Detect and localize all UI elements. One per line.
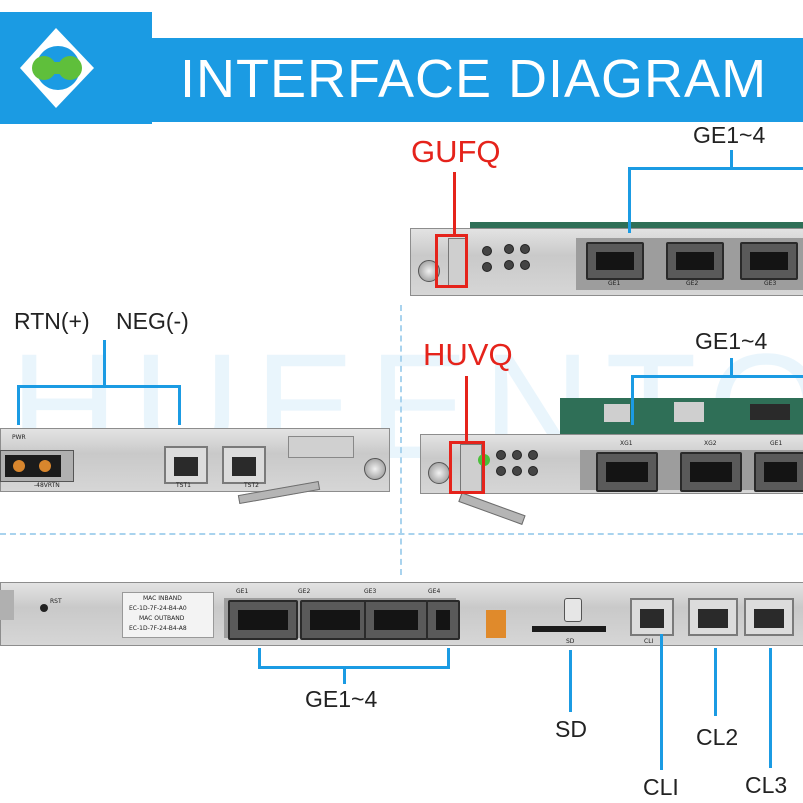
huvq-xg1-port[interactable] (596, 452, 658, 492)
control-ge3-port[interactable] (364, 600, 428, 640)
neg-label: NEG(-) (116, 308, 189, 334)
mac-inband-value: EC-1D-7F-24-B4-A0 (129, 605, 187, 612)
led-icon (512, 466, 522, 476)
divider-horizontal (0, 533, 803, 535)
power-bracket-stem (103, 340, 106, 386)
led-icon (528, 450, 538, 460)
gufq-ports-label: GE1~4 (693, 122, 766, 148)
huvq-bracket-stem (730, 358, 733, 376)
led-icon (528, 466, 538, 476)
gufq-silk-ge3: GE3 (764, 280, 777, 287)
huvq-ports-label: GE1~4 (695, 328, 768, 354)
screw-icon (364, 458, 386, 480)
control-silk-rst: RST (50, 598, 62, 605)
led-icon (496, 466, 506, 476)
huvq-xg2-port[interactable] (680, 452, 742, 492)
control-ports-label: GE1~4 (305, 686, 378, 712)
huvq-ge1-port[interactable] (754, 452, 803, 492)
control-silk-cli: CLI (644, 638, 654, 645)
cl3-leader-line (769, 648, 772, 768)
power-silk-tst2: TST2 (244, 482, 259, 489)
gufq-silk-ge1: GE1 (608, 280, 621, 287)
screw-icon (428, 462, 450, 484)
cl3-port[interactable] (744, 598, 794, 636)
control-silk-ge1: GE1 (236, 588, 249, 595)
cl2-leader-line (714, 648, 717, 716)
control-ge4-port[interactable] (426, 600, 460, 640)
cli-port[interactable] (630, 598, 674, 636)
mac-label: MAC INBAND EC-1D-7F-24-B4-A0 MAC OUTBAND… (122, 592, 214, 638)
control-ge1-port[interactable] (228, 600, 298, 640)
huvq-highlight-box (449, 441, 485, 494)
control-silk-sd: SD (566, 638, 575, 645)
power-silk-pwr: PWR (12, 434, 26, 441)
gufq-label: GUFQ (411, 134, 501, 169)
huvq-label: HUVQ (423, 337, 513, 372)
logo-mark-icon (0, 12, 152, 124)
control-board: RST MAC INBAND EC-1D-7F-24-B4-A0 MAC OUT… (0, 582, 803, 654)
control-bracket-stem (343, 668, 346, 684)
control-bracket-right (447, 648, 450, 668)
tst2-port[interactable] (222, 446, 266, 484)
divider-vertical (400, 305, 402, 575)
led-icon (504, 244, 514, 254)
power-silk-tst1: TST1 (176, 482, 191, 489)
mac-outband-value: EC-1D-7F-24-B4-A8 (129, 625, 187, 632)
control-bracket-left (258, 648, 261, 668)
led-icon (482, 262, 492, 272)
led-icon (512, 450, 522, 460)
control-silk-ge3: GE3 (364, 588, 377, 595)
power-board: PWR -48VRTN TST1 TST2 (0, 428, 392, 510)
huvq-silk-xg2: XG2 (704, 440, 717, 447)
rtn-label: RTN(+) (14, 308, 90, 334)
power-bracket-left (17, 385, 20, 425)
gufq-ge3-port[interactable] (740, 242, 798, 280)
mac-inband-title: MAC INBAND (143, 595, 182, 602)
gufq-bracket-left (628, 167, 631, 233)
mac-outband-title: MAC OUTBAND (139, 615, 185, 622)
led-icon (520, 260, 530, 270)
cli-leader-line (660, 634, 663, 770)
gufq-leader-line (453, 172, 456, 236)
power-bracket-right (178, 385, 181, 425)
cl3-label: CL3 (745, 772, 788, 798)
cli-label: CLI (643, 774, 679, 800)
gufq-highlight-box (435, 234, 468, 288)
gufq-board: GE1 GE2 GE3 (410, 222, 803, 300)
gufq-ge1-port[interactable] (586, 242, 644, 280)
gufq-bracket (628, 167, 803, 170)
sd-leader-line (569, 650, 572, 712)
huvq-leader-line (465, 376, 468, 444)
control-silk-ge4: GE4 (428, 588, 441, 595)
sd-card-slot[interactable] (532, 626, 606, 632)
led-icon (482, 246, 492, 256)
led-icon (504, 260, 514, 270)
led-icon (520, 244, 530, 254)
control-silk-ge2: GE2 (298, 588, 311, 595)
sd-label: SD (555, 716, 587, 742)
cl2-port[interactable] (688, 598, 738, 636)
power-silk-rtn: -48VRTN (34, 482, 60, 489)
gufq-bracket-stem (730, 150, 733, 168)
control-ge2-port[interactable] (300, 600, 370, 640)
control-bracket (258, 666, 450, 669)
power-bracket (17, 385, 181, 388)
huvq-bracket (631, 375, 803, 378)
gufq-silk-ge2: GE2 (686, 280, 699, 287)
huvq-bracket-left (631, 375, 634, 425)
huvq-silk-xg1: XG1 (620, 440, 633, 447)
power-connector[interactable] (0, 450, 74, 482)
huvq-silk-ge1: GE1 (770, 440, 783, 447)
page-title: INTERFACE DIAGRAM (180, 49, 768, 109)
logo (0, 12, 152, 124)
screw-icon (418, 260, 440, 282)
led-icon (496, 450, 506, 460)
gufq-ge2-port[interactable] (666, 242, 724, 280)
tst1-port[interactable] (164, 446, 208, 484)
cl2-label: CL2 (696, 724, 739, 750)
